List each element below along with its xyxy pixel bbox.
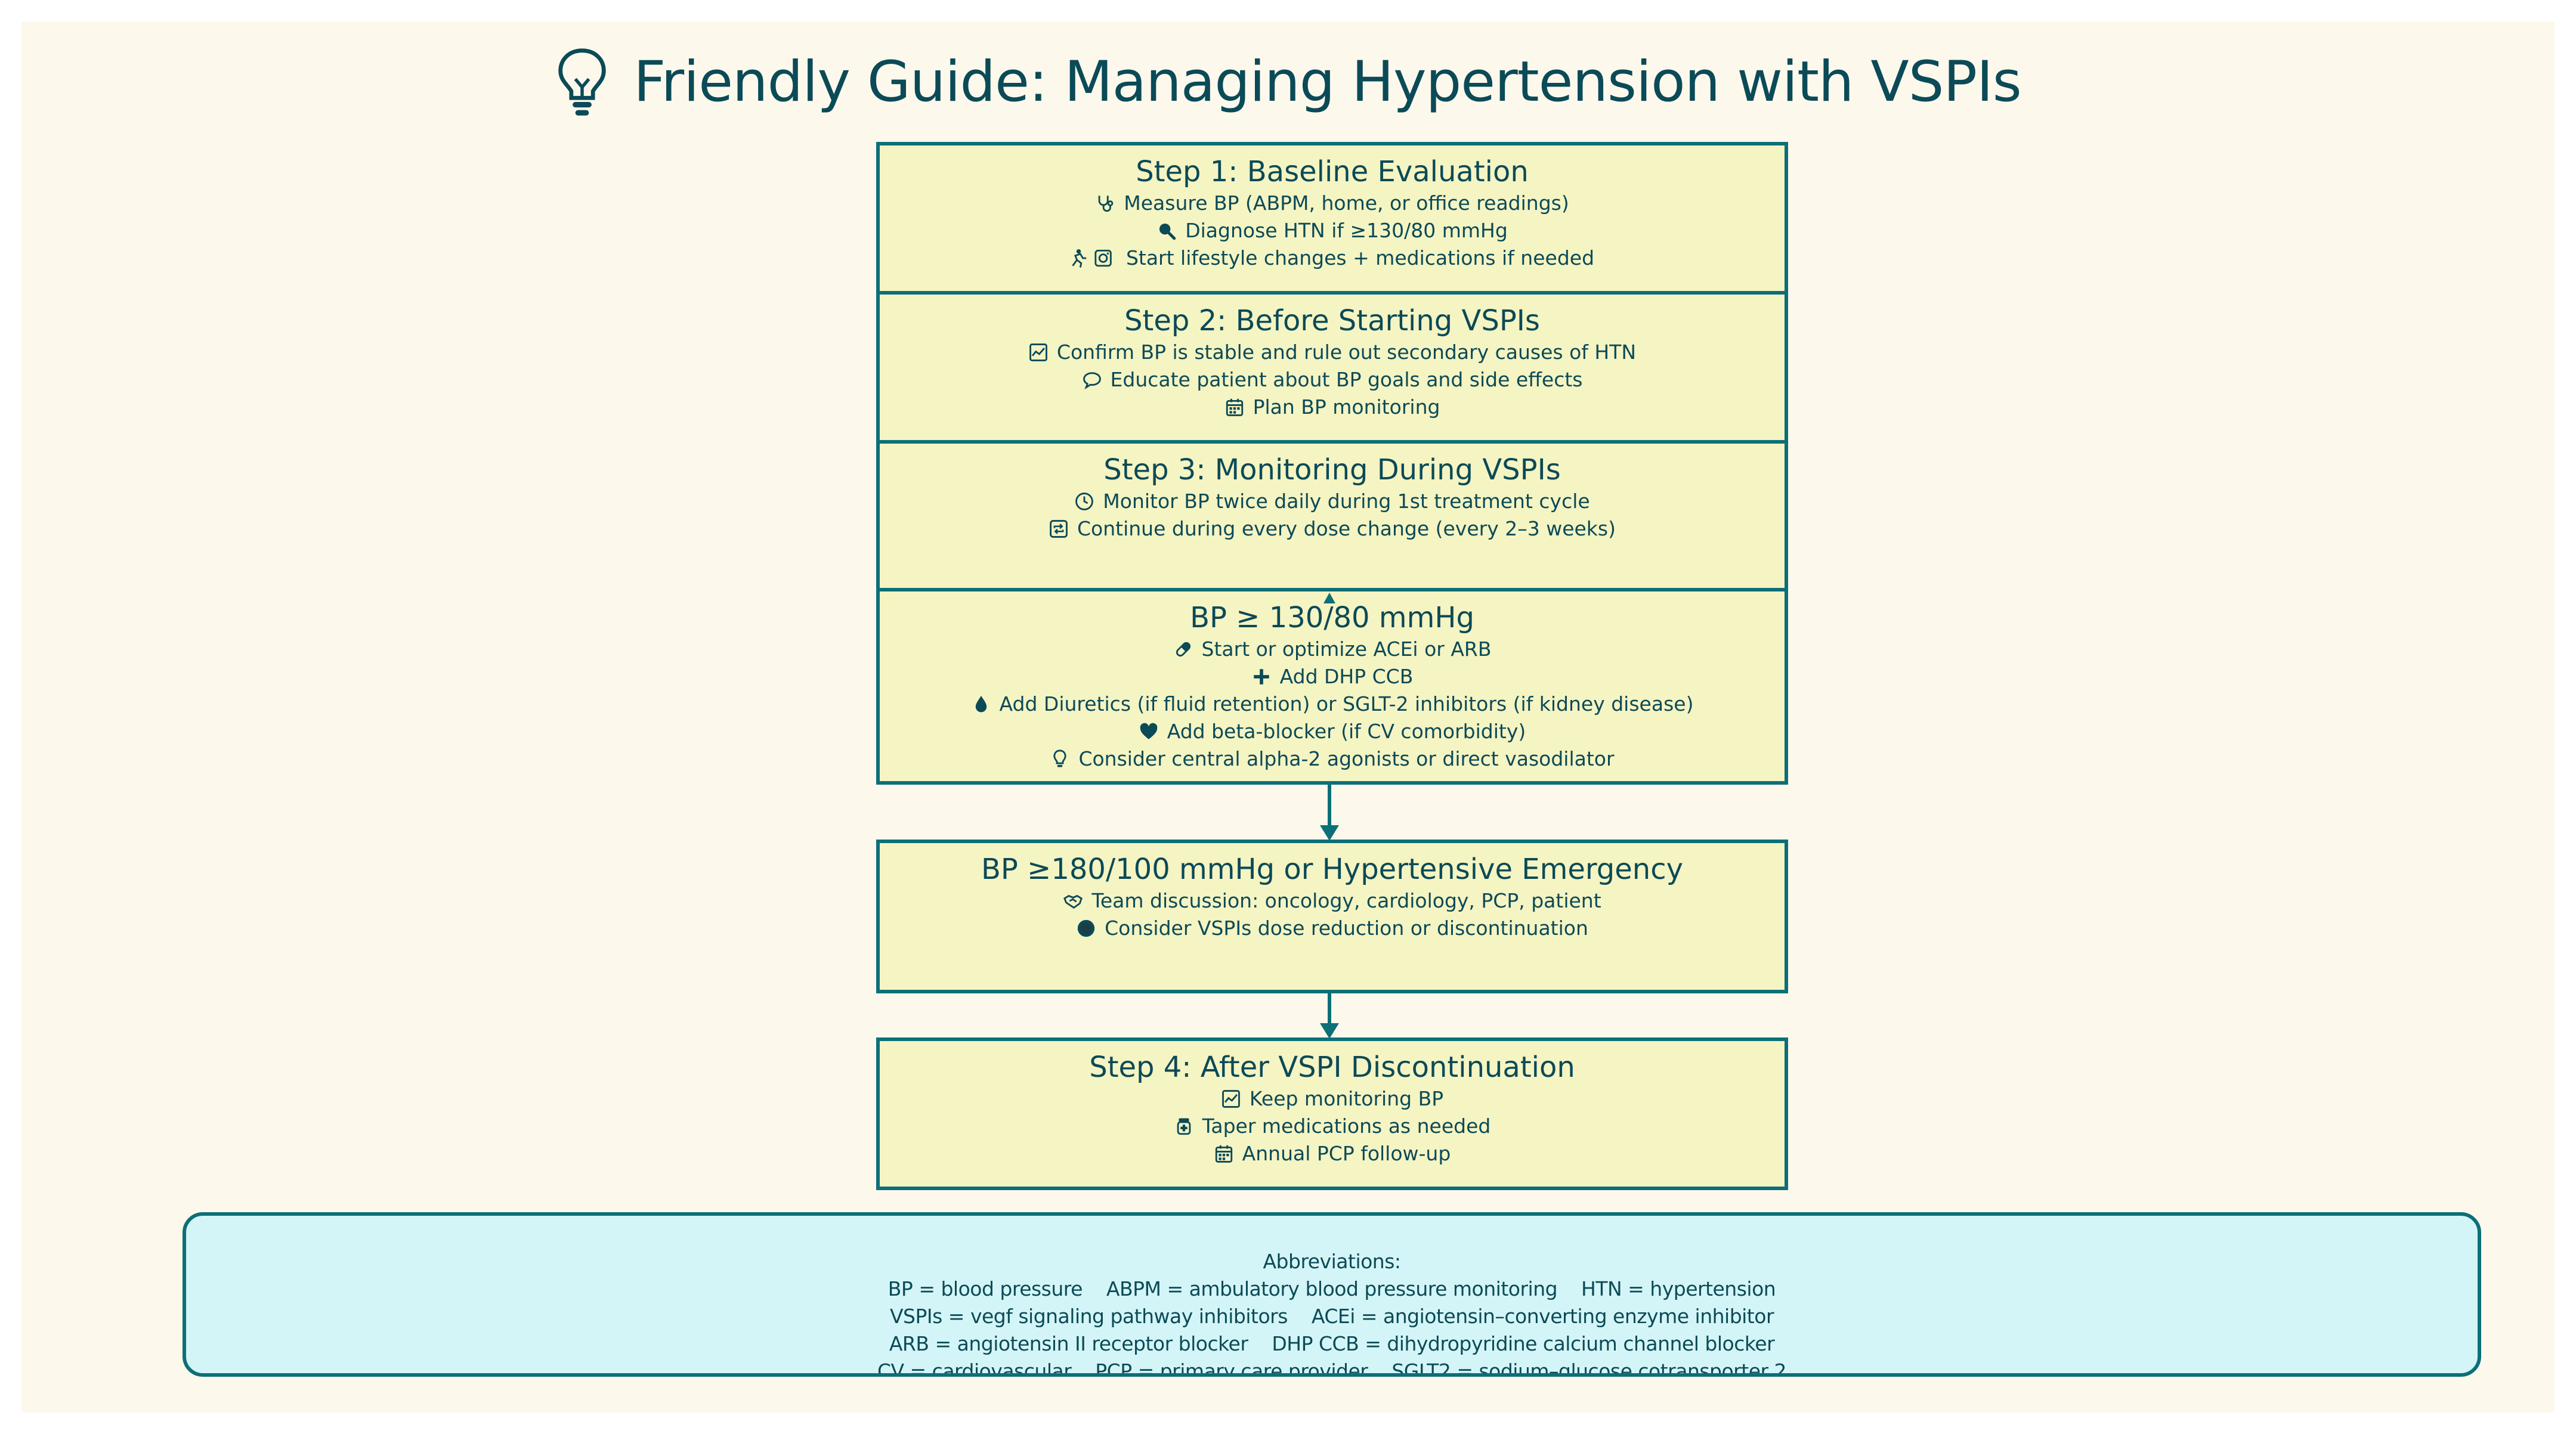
bp-180-item-2: Consider VSPIs dose reduction or discont… [1076,915,1588,942]
bp-180-item-1: Team discussion: oncology, cardiology, P… [1063,887,1601,915]
step-1-box: Step 1: Baseline Evaluation Measure BP (… [876,142,1788,295]
handshake-icon [1063,894,1083,909]
abbreviations-line-3: ARB = angiotensin II receptor blocker DH… [889,1332,1775,1355]
step-3-title: Step 3: Monitoring During VSPIs [1103,453,1561,487]
heart-icon [1140,723,1158,739]
magnifier-icon [1159,223,1176,240]
step-4-item-1: Keep monitoring BP [1221,1085,1443,1113]
connector-line-2 [1328,993,1331,1028]
step-3-item-2: Continue during every dose change (every… [1049,515,1616,543]
diagram-title: Friendly Guide: Managing Hypertension wi… [633,49,2022,114]
step-1-item-2: Diagnose HTN if ≥130/80 mmHg [1156,217,1508,244]
connector-arrow-2 [1320,1023,1339,1039]
bp-130-title: BP ≥ 130/80 mmHg [1190,601,1474,634]
lightbulb-icon [558,48,606,116]
abbreviations-line-2: VSPIs = vegf signaling pathway inhibitor… [889,1305,1774,1328]
bp-130-item-5: Consider central alpha-2 agonists or dir… [1050,745,1615,773]
connector-arrow-up [1323,593,1335,603]
calendar-icon [1215,1145,1232,1163]
abbreviations-box: Abbreviations: BP = blood pressure ABPM … [183,1212,2481,1377]
chart-icon [1222,1090,1240,1108]
bp-130-item-1: Start or optimize ACEi or ARB [1173,636,1491,663]
step-4-item-3: Annual PCP follow-up [1214,1140,1451,1167]
step-2-box: Step 2: Before Starting VSPIs Confirm BP… [876,291,1788,444]
step-1-item-3: Start lifestyle changes + medications if… [1070,244,1594,272]
plus-icon [1253,669,1269,685]
step-2-item-2: Educate patient about BP goals and side … [1082,366,1582,394]
step-2-title: Step 2: Before Starting VSPIs [1124,304,1540,337]
abbreviations-line-1: BP = blood pressure ABPM = ambulatory bl… [887,1277,1776,1300]
step-4-item-2: Taper medications as needed [1174,1113,1490,1140]
step-1-title: Step 1: Baseline Evaluation [1136,155,1529,188]
connector-arrow-1 [1320,825,1339,841]
clock-icon [1075,493,1094,510]
step-3-box: Step 3: Monitoring During VSPIs Monitor … [876,440,1788,591]
bp-130-item-4: Add beta-blocker (if CV comorbidity) [1139,718,1526,745]
step-3-item-1: Monitor BP twice daily during 1st treatm… [1074,488,1590,515]
step-1-item-1: Measure BP (ABPM, home, or office readin… [1095,190,1569,217]
bp-130-box: BP ≥ 130/80 mmHg Start or optimize ACEi … [876,588,1788,785]
lightbulb-icon [1053,749,1067,767]
bp-180-title: BP ≥180/100 mmHg or Hypertensive Emergen… [981,853,1683,886]
abbreviations-line-4: CV = cardiovascular PCP = primary care p… [877,1359,1787,1377]
stop-circle-icon [1077,919,1095,937]
step-2-item-3: Plan BP monitoring [1224,394,1440,421]
connector-line-1 [1328,785,1331,829]
bp-180-box: BP ≥180/100 mmHg or Hypertensive Emergen… [876,840,1788,993]
droplet-icon [975,695,987,713]
step-4-title: Step 4: After VSPI Discontinuation [1089,1051,1575,1084]
stethoscope-icon [1098,196,1114,212]
bp-130-item-2: Add DHP CCB [1251,663,1413,690]
abbreviations-heading: Abbreviations: [1263,1250,1401,1273]
step-4-box: Step 4: After VSPI Discontinuation Keep … [876,1037,1788,1190]
repeat-icon [1050,520,1068,538]
calendar-icon [1226,398,1243,416]
step-2-item-1: Confirm BP is stable and rule out second… [1028,339,1636,366]
bp-130-item-3: Add Diuretics (if fluid retention) or SG… [971,690,1693,718]
pill-bottle-icon [1177,1118,1190,1135]
title-row: Friendly Guide: Managing Hypertension wi… [0,37,2576,126]
pill-icon [1176,642,1190,657]
chart-icon [1029,343,1047,361]
running-person-icon [1072,249,1112,268]
speech-bubble-icon [1083,372,1101,390]
